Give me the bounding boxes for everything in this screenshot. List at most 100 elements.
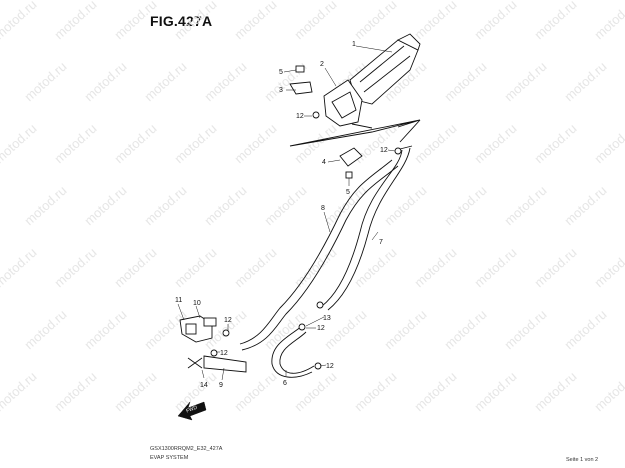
watermark-text: motod.ru: [0, 0, 39, 42]
watermark-text: motod.ru: [231, 121, 279, 166]
watermark-text: motod.ru: [531, 245, 579, 290]
callout-3: 3: [279, 87, 283, 94]
hose-7: [321, 149, 403, 307]
diagram-name: EVAP SYSTEM: [150, 455, 189, 461]
watermark-text: motod.ru: [171, 245, 219, 290]
watermark-text: motod.ru: [591, 0, 625, 42]
watermark-text: motod.ru: [441, 183, 489, 228]
callout-14: 14: [200, 382, 208, 389]
leader-lines: [177, 45, 396, 381]
callout-12-bottom: 12: [326, 363, 334, 370]
callout-11: 11: [175, 297, 182, 304]
watermark-text: motod.ru: [0, 121, 39, 166]
callout-1: 1: [352, 41, 356, 48]
watermark-text: motod.ru: [171, 0, 219, 42]
watermark-text: motod.ru: [351, 245, 399, 290]
watermark-text: motod.ru: [621, 59, 625, 104]
watermark-text: motod.ru: [171, 121, 219, 166]
watermark-text: motod.ru: [411, 0, 459, 42]
watermark-text: motod.ru: [531, 121, 579, 166]
callout-4: 4: [322, 159, 326, 166]
fwd-arrow-icon: FWD: [177, 401, 207, 421]
watermark-text: motod.ru: [81, 183, 129, 228]
watermark-text: motod.ru: [51, 0, 99, 42]
watermark-text: motod.ru: [441, 307, 489, 352]
watermark-text: motod.ru: [111, 121, 159, 166]
callout-13: 13: [323, 315, 331, 322]
watermark-text: motod.ru: [141, 59, 189, 104]
watermark-text: motod.ru: [291, 245, 339, 290]
watermark-text: motod.ru: [351, 369, 399, 414]
watermark-text: motod.ru: [231, 245, 279, 290]
watermark-text: motod.ru: [561, 183, 609, 228]
watermark-text: motod.ru: [261, 183, 309, 228]
clamps: [210, 147, 402, 370]
callout-8: 8: [321, 205, 325, 212]
watermark-text: motod.ru: [111, 0, 159, 42]
hose-8-outer: [241, 165, 399, 351]
watermark-text: motod.ru: [21, 183, 69, 228]
watermark-text: motod.ru: [291, 0, 339, 42]
hose-6-outer: [279, 331, 315, 374]
callout-12-lower-hose: 12: [317, 325, 325, 332]
watermark-text: motod.ru: [381, 183, 429, 228]
watermark-text: motod.ru: [531, 0, 579, 42]
watermark-text: motod.ru: [141, 183, 189, 228]
watermark-text: motod.ru: [21, 59, 69, 104]
watermark-text: motod.ru: [51, 369, 99, 414]
canister-bracket-part: [323, 79, 363, 127]
watermark-text: motod.ru: [231, 369, 279, 414]
watermark-text: motod.ru: [0, 245, 39, 290]
callout-6: 6: [283, 380, 287, 387]
watermark-text: motod.ru: [591, 121, 625, 166]
watermark-text: motod.ru: [51, 121, 99, 166]
pipe-9-part: [187, 355, 247, 373]
watermark-text: motod.ru: [501, 183, 549, 228]
watermark-text: motod.ru: [321, 307, 369, 352]
watermark-text: motod.ru: [621, 183, 625, 228]
watermark-text: motod.ru: [291, 369, 339, 414]
diagram-code: GSX1300RRQM2_E32_427A: [150, 446, 223, 452]
hose-7-outer: [327, 147, 411, 311]
watermark-text: motod.ru: [351, 121, 399, 166]
callout-12-canister: 12: [296, 113, 304, 120]
watermark-text: motod.ru: [561, 59, 609, 104]
callout-5-top: 5: [279, 69, 283, 76]
watermark-text: motod.ru: [591, 245, 625, 290]
watermark-text: motod.ru: [471, 0, 519, 42]
watermark-text: motod.ru: [501, 307, 549, 352]
callout-7: 7: [379, 239, 383, 246]
watermark-text: motod.ru: [231, 0, 279, 42]
watermark-text: motod.ru: [51, 245, 99, 290]
callout-12-upper-hose: 12: [380, 147, 388, 154]
watermark-text: motod.ru: [0, 369, 39, 414]
watermark-layer: motod.ru motod.ru motod.ru motod.ru motod.ru…: [0, 0, 625, 414]
callout-12-valve: 12: [224, 317, 232, 324]
page-indicator: Seite 1 von 2: [566, 457, 599, 463]
watermark-text: motod.ru: [471, 245, 519, 290]
watermark-text: motod.ru: [471, 369, 519, 414]
watermark-text: motod.ru: [411, 369, 459, 414]
callout-2: 2: [320, 61, 324, 68]
watermark-text: motod.ru: [411, 245, 459, 290]
holder-4-part: [339, 147, 363, 179]
callout-12-pipe: 12: [220, 350, 228, 357]
watermark-text: motod.ru: [81, 59, 129, 104]
callout-10: 10: [193, 300, 201, 307]
watermark-text: motod.ru: [501, 59, 549, 104]
hose-6: [271, 325, 313, 378]
watermark-text: motod.ru: [81, 307, 129, 352]
watermark-text: motod.ru: [21, 307, 69, 352]
watermark-text: motod.ru: [411, 121, 459, 166]
valve-10-part: [179, 315, 217, 343]
fwd-arrow-label: FWD: [185, 404, 198, 414]
watermark-text: motod.ru: [531, 369, 579, 414]
watermark-text: motod.ru: [201, 183, 249, 228]
callout-labels: 1 2 3 5 12 4 5 12 8 7 11 10 12 13 12 12 …: [175, 41, 388, 389]
watermark-text: motod.ru: [291, 121, 339, 166]
bracket-3-part: [289, 65, 313, 95]
watermark-text: motod.ru: [591, 369, 625, 414]
watermark-text: motod.ru: [111, 245, 159, 290]
watermark-text: motod.ru: [111, 369, 159, 414]
